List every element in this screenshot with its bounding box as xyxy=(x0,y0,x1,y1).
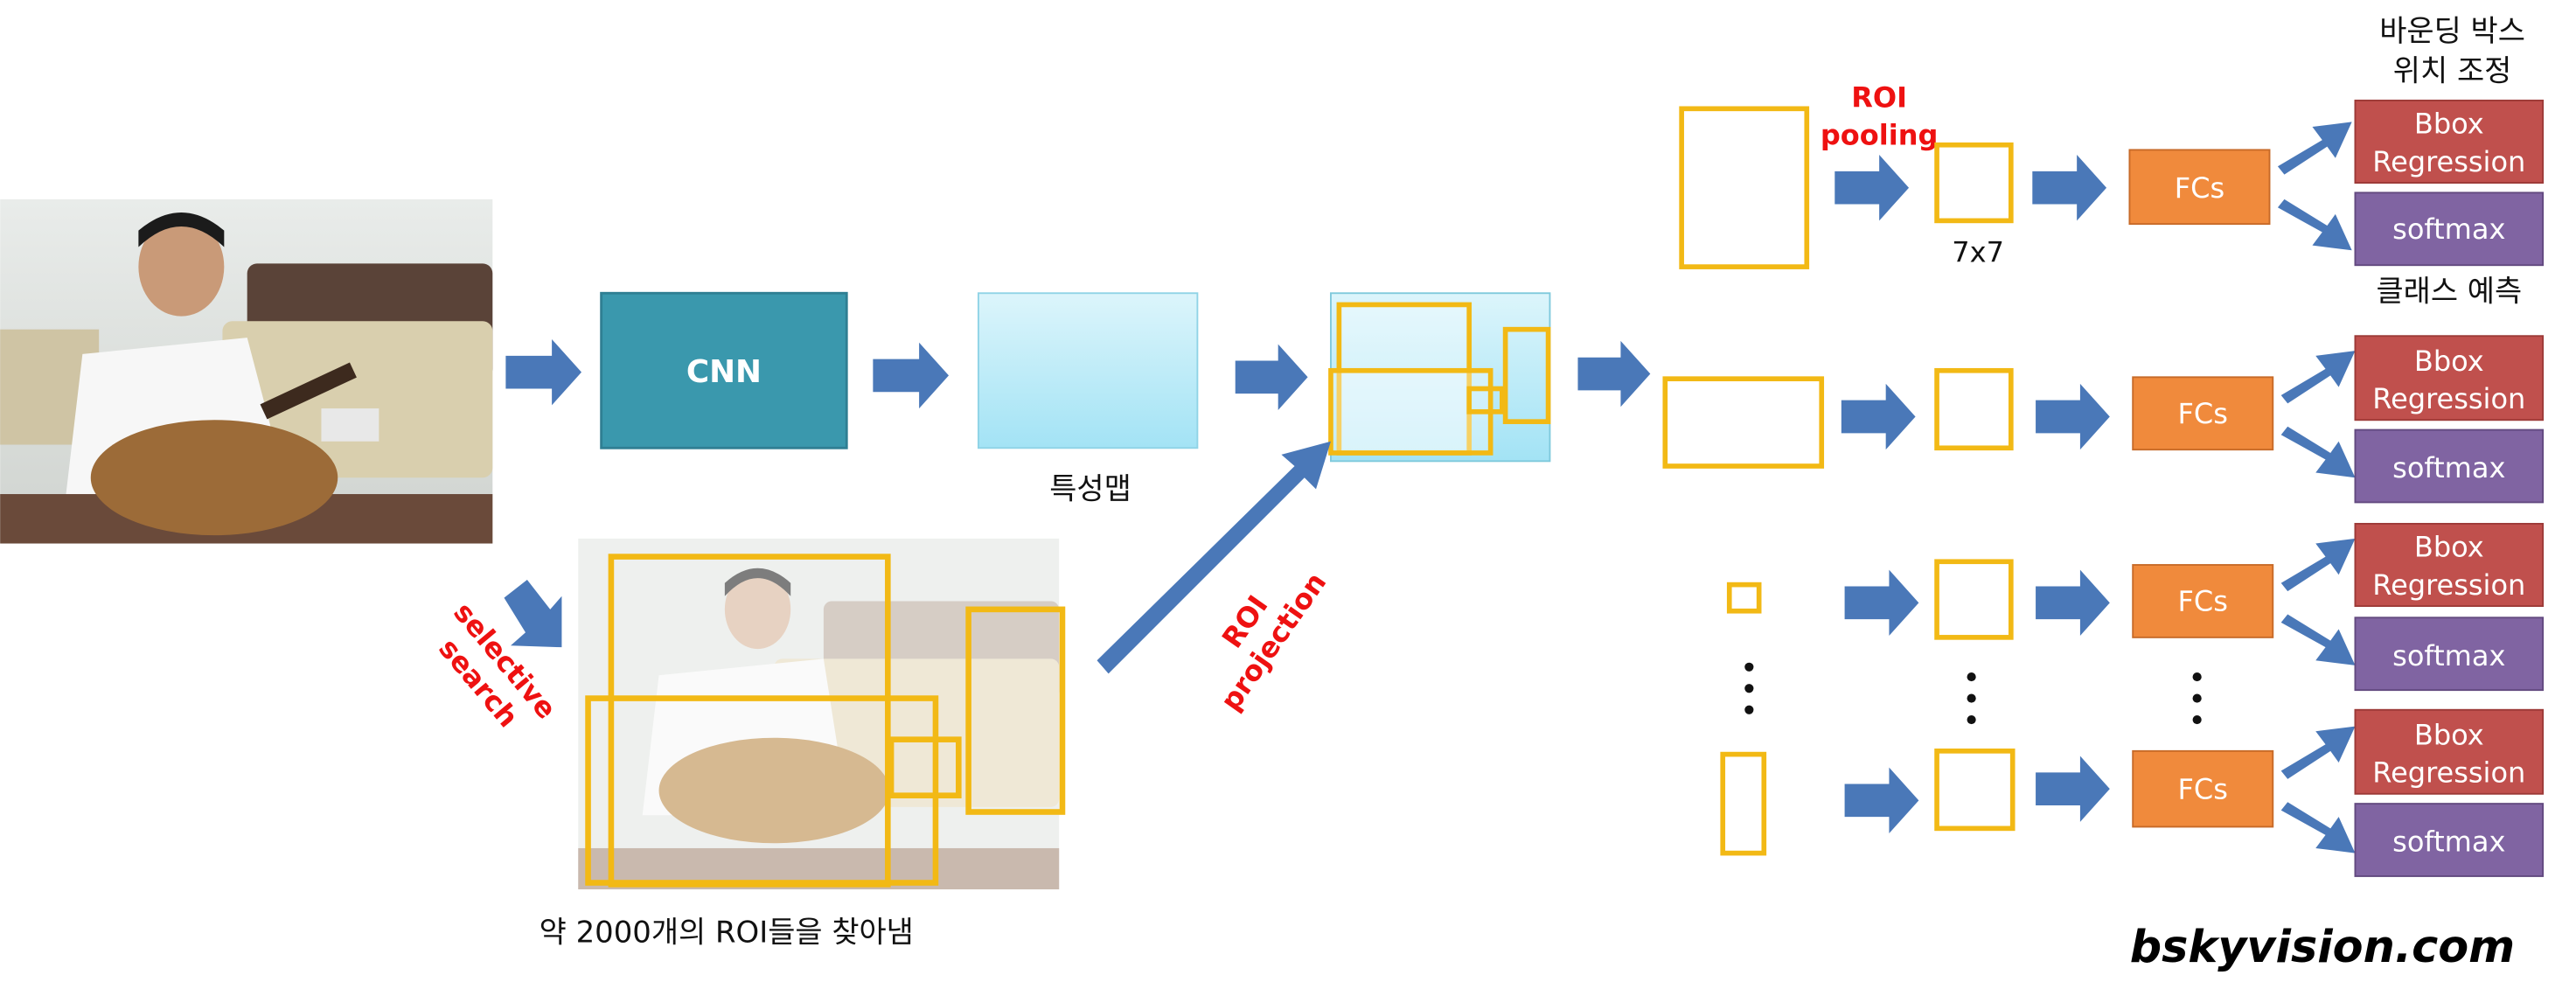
arrow-pooling xyxy=(1844,569,1919,636)
roi-row-4: FCs Bbox Regression softmax xyxy=(1720,708,2545,877)
pooled-feature xyxy=(1934,559,2014,640)
pool-size-label: 7x7 xyxy=(1952,235,2004,268)
arrow-fc-to-softmax xyxy=(2280,426,2356,478)
arrow-to-fc xyxy=(2036,756,2110,822)
bbox-regression-box xyxy=(2354,335,2545,421)
bbox-label-line1: Bbox xyxy=(2414,718,2484,751)
bbox-header-line1: 바운딩 박스 xyxy=(2379,14,2525,48)
roi-row-3: FCs Bbox Regression softmax xyxy=(1726,522,2545,692)
pooled-feature xyxy=(1934,367,2014,451)
bbox-label-line2: Regression xyxy=(2372,145,2525,178)
softmax-box xyxy=(2354,428,2545,504)
arrow-pooling xyxy=(1841,383,1916,450)
roi-pooling-label-line1: ROI xyxy=(1851,80,1907,114)
pooled-feature xyxy=(1934,749,2016,832)
softmax-label: softmax xyxy=(2392,212,2505,246)
fc-box xyxy=(2132,376,2274,451)
fc-label: FCs xyxy=(2178,397,2228,430)
fc-label: FCs xyxy=(2178,772,2228,805)
projected-feature-map xyxy=(1328,292,1551,463)
bbox-regression-box xyxy=(2354,99,2545,185)
pooled-feature xyxy=(1934,142,2014,224)
cnn-box xyxy=(600,291,848,449)
fc-box xyxy=(2132,749,2274,828)
arrow-selective-search xyxy=(504,579,562,648)
arrow-to-fc xyxy=(2032,155,2107,221)
cnn-label: CNN xyxy=(686,354,762,390)
softmax-box xyxy=(2354,192,2545,267)
roi-row-2: FCs Bbox Regression softmax xyxy=(1662,335,2545,504)
arrow-fc-to-bbox xyxy=(2280,726,2356,779)
arrow-to-projected-map xyxy=(1235,344,1308,410)
roi-region xyxy=(1720,751,1767,856)
roi-region xyxy=(1662,376,1825,469)
arrow-fc-to-softmax xyxy=(2280,614,2356,665)
bbox-label-line2: Regression xyxy=(2372,568,2525,602)
softmax-box xyxy=(2354,803,2545,877)
roi-proposal-photo xyxy=(578,538,1066,890)
bbox-label-line1: Bbox xyxy=(2414,345,2484,378)
arrow-pooling xyxy=(1844,767,1919,834)
roi-row-1: 7x7 FCs Bbox Regression softmax xyxy=(1679,99,2545,269)
fc-label: FCs xyxy=(2175,171,2224,205)
fc-label: FCs xyxy=(2178,585,2228,618)
ellipsis-dots xyxy=(1744,662,2202,725)
softmax-label: softmax xyxy=(2392,825,2505,859)
bbox-label-line1: Bbox xyxy=(2414,531,2484,564)
arrow-fc-to-bbox xyxy=(2277,122,2352,175)
feature-map xyxy=(977,292,1199,449)
softmax-box xyxy=(2354,616,2545,692)
feature-map-label: 특성맵 xyxy=(1049,472,1131,506)
arrow-to-roi-rows xyxy=(1577,340,1651,407)
watermark: bskyvision.com xyxy=(2130,921,2515,972)
bbox-label-line1: Bbox xyxy=(2414,108,2484,141)
softmax-label: softmax xyxy=(2392,639,2505,672)
arrow-pooling xyxy=(1835,155,1910,221)
arrow-photo-to-cnn xyxy=(505,338,582,406)
arrow-fc-to-softmax xyxy=(2280,802,2356,853)
arrow-to-fc xyxy=(2036,383,2110,450)
input-photo xyxy=(0,199,493,544)
bbox-regression-box xyxy=(2354,708,2545,795)
softmax-label: softmax xyxy=(2392,451,2505,484)
fc-box xyxy=(2132,564,2274,638)
arrow-fc-to-bbox xyxy=(2280,538,2356,592)
arrow-fc-to-softmax xyxy=(2277,199,2352,251)
bbox-label-line2: Regression xyxy=(2372,756,2525,790)
arrow-to-fc xyxy=(2036,569,2110,636)
roi-region xyxy=(1726,582,1762,614)
bbox-header-line2: 위치 조정 xyxy=(2393,53,2511,87)
class-header: 클래스 예측 xyxy=(2376,275,2522,309)
roi-pooling-label-line2: pooling xyxy=(1821,119,1939,152)
fc-box xyxy=(2128,149,2271,226)
bbox-regression-box xyxy=(2354,522,2545,608)
arrow-fc-to-bbox xyxy=(2280,351,2356,404)
roi-count-caption: 약 2000개의 ROI들을 찾아냄 xyxy=(540,915,914,949)
arrow-cnn-to-feature-map xyxy=(873,342,950,409)
bbox-label-line2: Regression xyxy=(2372,382,2525,415)
arrow-roi-projection xyxy=(1097,441,1331,674)
roi-region xyxy=(1679,106,1810,269)
